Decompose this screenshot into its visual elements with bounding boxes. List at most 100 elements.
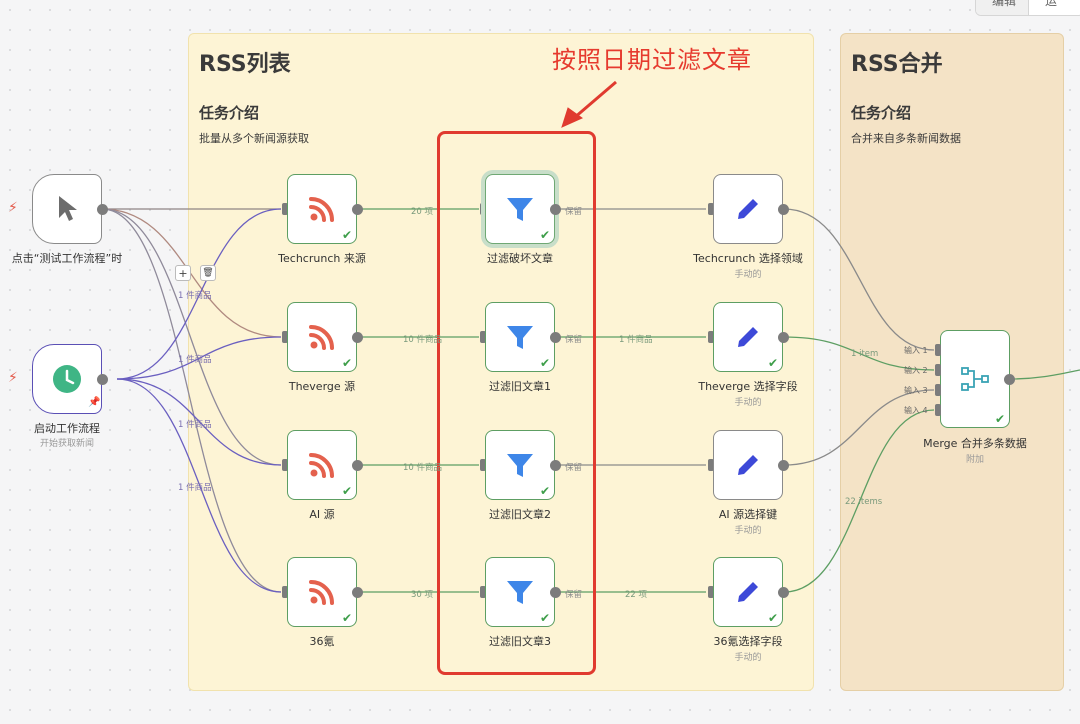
sticky-description: 批量从多个新闻源获取 [199, 132, 309, 145]
node-rss-techcrunch[interactable]: ✔ [287, 174, 357, 244]
edge-manual-rss2 [101, 208, 282, 338]
output-port[interactable] [778, 460, 789, 471]
output-port[interactable] [550, 204, 561, 215]
pencil-icon [738, 582, 758, 602]
funnel-icon [507, 326, 533, 349]
edge-label-keep: 保留 [565, 463, 583, 473]
node-rss-theverge[interactable]: ✔ [287, 302, 357, 372]
output-port[interactable] [550, 587, 561, 598]
node-manual-trigger[interactable] [32, 174, 102, 244]
node-rss-ai[interactable]: ✔ [287, 430, 357, 500]
clock-icon [53, 365, 81, 393]
edge-schedule-rss2 [116, 336, 282, 380]
node-label: 过滤旧文章1 [489, 380, 551, 393]
node-filter-4[interactable]: ✔ [485, 557, 555, 627]
funnel-icon [507, 581, 533, 604]
output-port[interactable] [1004, 374, 1015, 385]
edge-label: 1 件商品 [178, 355, 212, 365]
output-port[interactable] [778, 587, 789, 598]
node-schedule-trigger[interactable] [32, 344, 102, 414]
pencil-icon [738, 199, 758, 219]
sticky-rss-merge[interactable]: RSS合并 任务介绍 合并来自多条新闻数据 [840, 33, 1064, 691]
node-set-techcrunch[interactable] [713, 174, 783, 244]
executions-tab[interactable]: 运 [1045, 0, 1058, 8]
annotation-box [437, 131, 596, 675]
edge-label-keep: 保留 [565, 335, 583, 345]
node-subtitle: 手动的 [734, 526, 762, 536]
sticky-title: RSS合并 [851, 52, 943, 77]
merge-input-label: 输入 4 [904, 406, 928, 415]
edge-set4-merge [783, 409, 935, 593]
edge-label: 10 件商品 [403, 335, 443, 345]
input-port[interactable] [708, 459, 714, 471]
input-port[interactable] [708, 586, 714, 598]
node-filter-1[interactable]: ✔ [485, 174, 555, 244]
output-port[interactable] [550, 460, 561, 471]
input-port[interactable] [480, 331, 486, 343]
input-port[interactable] [480, 459, 486, 471]
node-label: 36氪选择字段 [713, 635, 783, 648]
pencil-icon [738, 455, 758, 475]
node-set-theverge[interactable]: ✔ [713, 302, 783, 372]
sticky-subtitle: 任务介绍 [199, 104, 260, 122]
output-port[interactable] [352, 332, 363, 343]
edge-set1-merge [783, 208, 935, 351]
output-port[interactable] [352, 460, 363, 471]
node-subtitle: 开始获取新闻 [39, 439, 95, 449]
node-subtitle: 手动的 [734, 653, 762, 663]
edge-label: 1 item [851, 349, 879, 359]
merge-icon [961, 367, 989, 391]
output-port[interactable] [778, 204, 789, 215]
editor-tab[interactable]: 编辑 [976, 0, 1030, 15]
edge-label-keep: 保留 [565, 207, 583, 217]
input-port[interactable] [935, 364, 941, 376]
annotation-arrow [561, 80, 617, 128]
output-port[interactable] [352, 204, 363, 215]
delete-connection-button[interactable]: 🗑 [200, 265, 216, 281]
edge-label: 22 项 [625, 590, 648, 600]
rss-icon [309, 453, 334, 478]
merge-input-label: 输入 3 [904, 386, 928, 395]
output-port[interactable] [352, 587, 363, 598]
input-port[interactable] [282, 203, 288, 215]
add-node-button[interactable]: + [175, 265, 191, 281]
node-set-ai[interactable] [713, 430, 783, 500]
pin-icon: 📌 [88, 397, 101, 408]
input-port[interactable] [480, 586, 486, 598]
input-port[interactable] [282, 459, 288, 471]
edge-label-keep: 保留 [565, 590, 583, 600]
node-set-36kr[interactable]: ✔ [713, 557, 783, 627]
node-filter-3[interactable]: ✔ [485, 430, 555, 500]
node-rss-36kr[interactable]: ✔ [287, 557, 357, 627]
output-port[interactable] [778, 332, 789, 343]
node-label: AI 源 [309, 508, 335, 521]
node-filter-2[interactable]: ✔ [485, 302, 555, 372]
edge-label: 10 件商品 [403, 463, 443, 473]
success-check-icon: ✔ [539, 228, 550, 242]
output-port[interactable] [550, 332, 561, 343]
node-merge[interactable]: ✔ [940, 330, 1010, 428]
node-label: 点击“测试工作流程”时 [11, 252, 123, 265]
input-port[interactable] [708, 203, 714, 215]
edge-label: 22 items [845, 497, 883, 507]
output-port[interactable] [97, 374, 108, 385]
input-port[interactable] [282, 331, 288, 343]
success-check-icon: ✔ [767, 611, 778, 625]
rss-icon [309, 325, 334, 350]
node-label: Techcrunch 来源 [278, 252, 366, 265]
node-label: 过滤旧文章2 [489, 508, 551, 521]
node-label: Theverge 选择字段 [698, 380, 798, 393]
input-port[interactable] [935, 344, 941, 356]
input-port[interactable] [708, 331, 714, 343]
node-subtitle: 手动的 [734, 270, 762, 280]
sticky-subtitle: 任务介绍 [851, 104, 912, 122]
input-port[interactable] [935, 404, 941, 416]
edge-label: 1 件商品 [619, 335, 653, 345]
success-check-icon: ✔ [539, 356, 550, 370]
success-check-icon: ✔ [341, 228, 352, 242]
output-port[interactable] [97, 204, 108, 215]
input-port[interactable] [935, 384, 941, 396]
input-port[interactable] [480, 203, 486, 215]
input-port[interactable] [282, 586, 288, 598]
